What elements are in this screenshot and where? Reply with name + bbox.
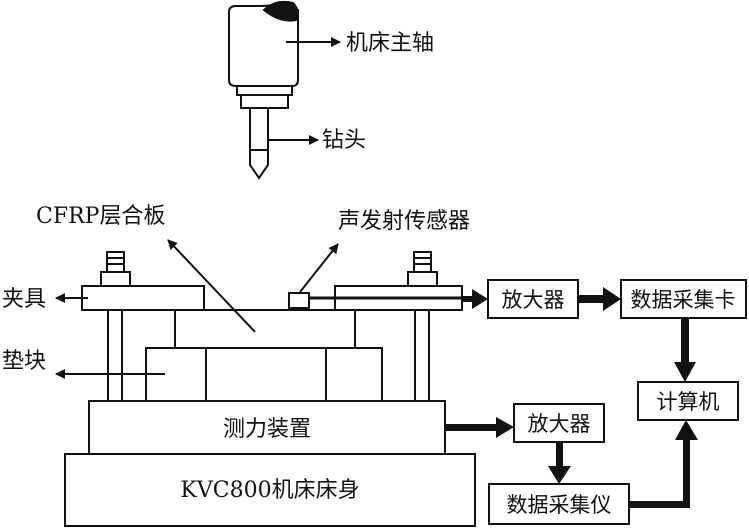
- box-computer-label: 计算机: [657, 390, 720, 414]
- sensor-arrow: [299, 243, 339, 293]
- drill-bit: [249, 108, 269, 180]
- box-daq-instrument-label: 数据采集仪: [507, 493, 612, 517]
- arrow-force-to-amp: [445, 417, 514, 438]
- cfrp-plate: [174, 309, 356, 349]
- arrow-sensor-to-amp: [462, 289, 488, 309]
- box-amplifier-bottom-label: 放大器: [528, 412, 591, 436]
- box-daq-card-label: 数据采集卡: [631, 288, 736, 312]
- label-machine-bed: KVC800机床床身: [180, 478, 359, 503]
- arrow-daq-instrument-to-computer: [629, 420, 698, 508]
- arrow-amp-to-daq-card: [578, 287, 621, 311]
- box-computer: [637, 381, 739, 421]
- label-ae-sensor: 声发射传感器: [338, 209, 470, 234]
- machine-spindle: [228, 0, 299, 109]
- pad-block: [145, 347, 383, 402]
- cfrp-arrow: [167, 239, 256, 333]
- label-spindle: 机床主轴: [346, 31, 434, 56]
- right-bolt: [407, 251, 438, 402]
- label-force-device: 测力装置: [223, 417, 311, 442]
- box-amplifier-top-label: 放大器: [502, 288, 565, 312]
- label-drill: 钻头: [322, 128, 366, 153]
- left-clamp: [81, 285, 205, 311]
- label-cfrp: CFRP层合板: [36, 204, 165, 229]
- arrow-amp-to-daq-instrument: [548, 442, 571, 484]
- arrow-daq-card-to-computer: [674, 318, 696, 382]
- label-pad: 垫块: [2, 349, 46, 374]
- ae-sensor: [288, 292, 310, 309]
- spindle-dark-tip: [262, 0, 299, 22]
- label-clamp: 夹具: [2, 287, 46, 312]
- left-bolt: [100, 251, 131, 402]
- machine-bed: [64, 453, 476, 527]
